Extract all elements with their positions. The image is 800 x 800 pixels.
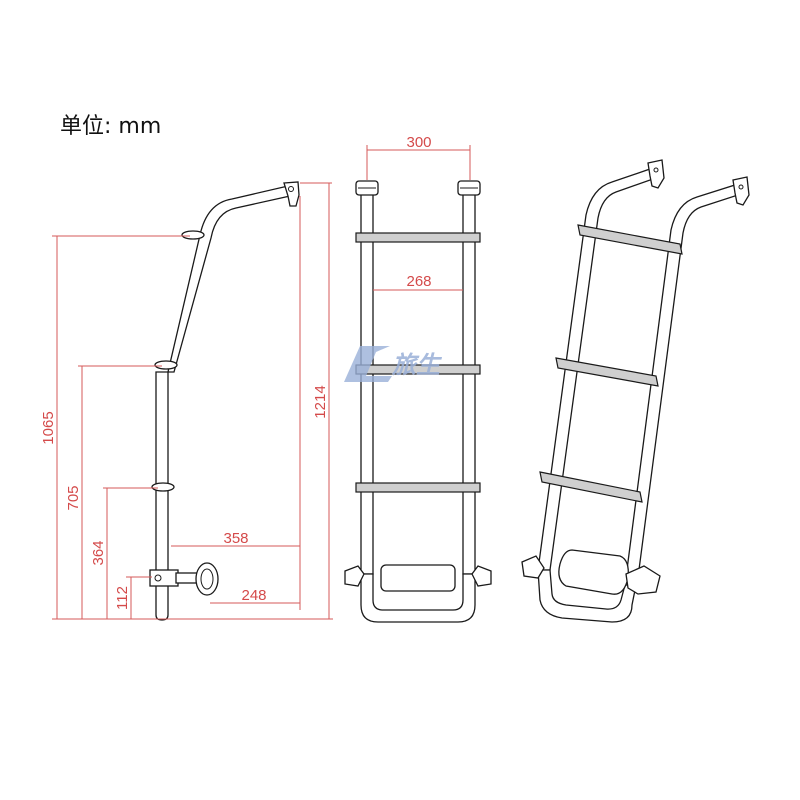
dim-label-248: 248 (241, 587, 266, 604)
bumper-disc (195, 562, 219, 596)
collar-low (151, 482, 175, 492)
dim-label-112: 112 (114, 586, 131, 610)
watermark-swoosh-icon (344, 346, 392, 382)
dim-label-300: 300 (406, 134, 431, 151)
bumper-disc-inner (200, 568, 214, 590)
front-view: 300 268 (344, 134, 492, 623)
bottom-clamp (149, 569, 179, 587)
perspective-view (521, 159, 750, 623)
collar-mid (154, 360, 178, 370)
persp-tread-3 (539, 471, 643, 503)
side-rail (155, 185, 291, 621)
persp-bumper (558, 549, 629, 595)
front-bottom-loop (360, 573, 476, 623)
persp-clamp-right (625, 565, 661, 595)
unit-label: 单位: mm (60, 114, 162, 139)
persp-bracket-left (647, 159, 665, 189)
front-clamp-right (471, 565, 492, 587)
dim-label-1214: 1214 (312, 385, 329, 418)
persp-clamp-left (521, 555, 545, 579)
dim-label-358: 358 (223, 530, 248, 547)
persp-bracket-right (732, 176, 750, 206)
persp-bolt-left (653, 167, 659, 173)
collar-top (181, 230, 205, 240)
side-view: 358 248 1214 1065 705 364 112 (40, 181, 333, 621)
persp-tread-1 (577, 224, 683, 255)
front-tread-3 (355, 482, 481, 493)
front-rail-right (462, 193, 476, 575)
front-bumper (380, 564, 456, 592)
persp-bolt-right (738, 184, 744, 190)
front-rail-left (360, 193, 374, 575)
persp-tread-2 (555, 357, 659, 387)
dim-label-268: 268 (406, 273, 431, 290)
clamp-bolt (154, 574, 162, 582)
watermark-text: 旅生 (391, 351, 443, 379)
dim-label-705: 705 (65, 485, 82, 510)
front-clamp-left (344, 565, 365, 587)
brand-watermark: 旅生 (344, 346, 443, 382)
top-bracket (283, 181, 300, 207)
bracket-bolt (288, 186, 294, 192)
dim-label-364: 364 (90, 540, 107, 565)
dim-label-1065: 1065 (40, 411, 57, 444)
front-tread-1 (355, 232, 481, 243)
